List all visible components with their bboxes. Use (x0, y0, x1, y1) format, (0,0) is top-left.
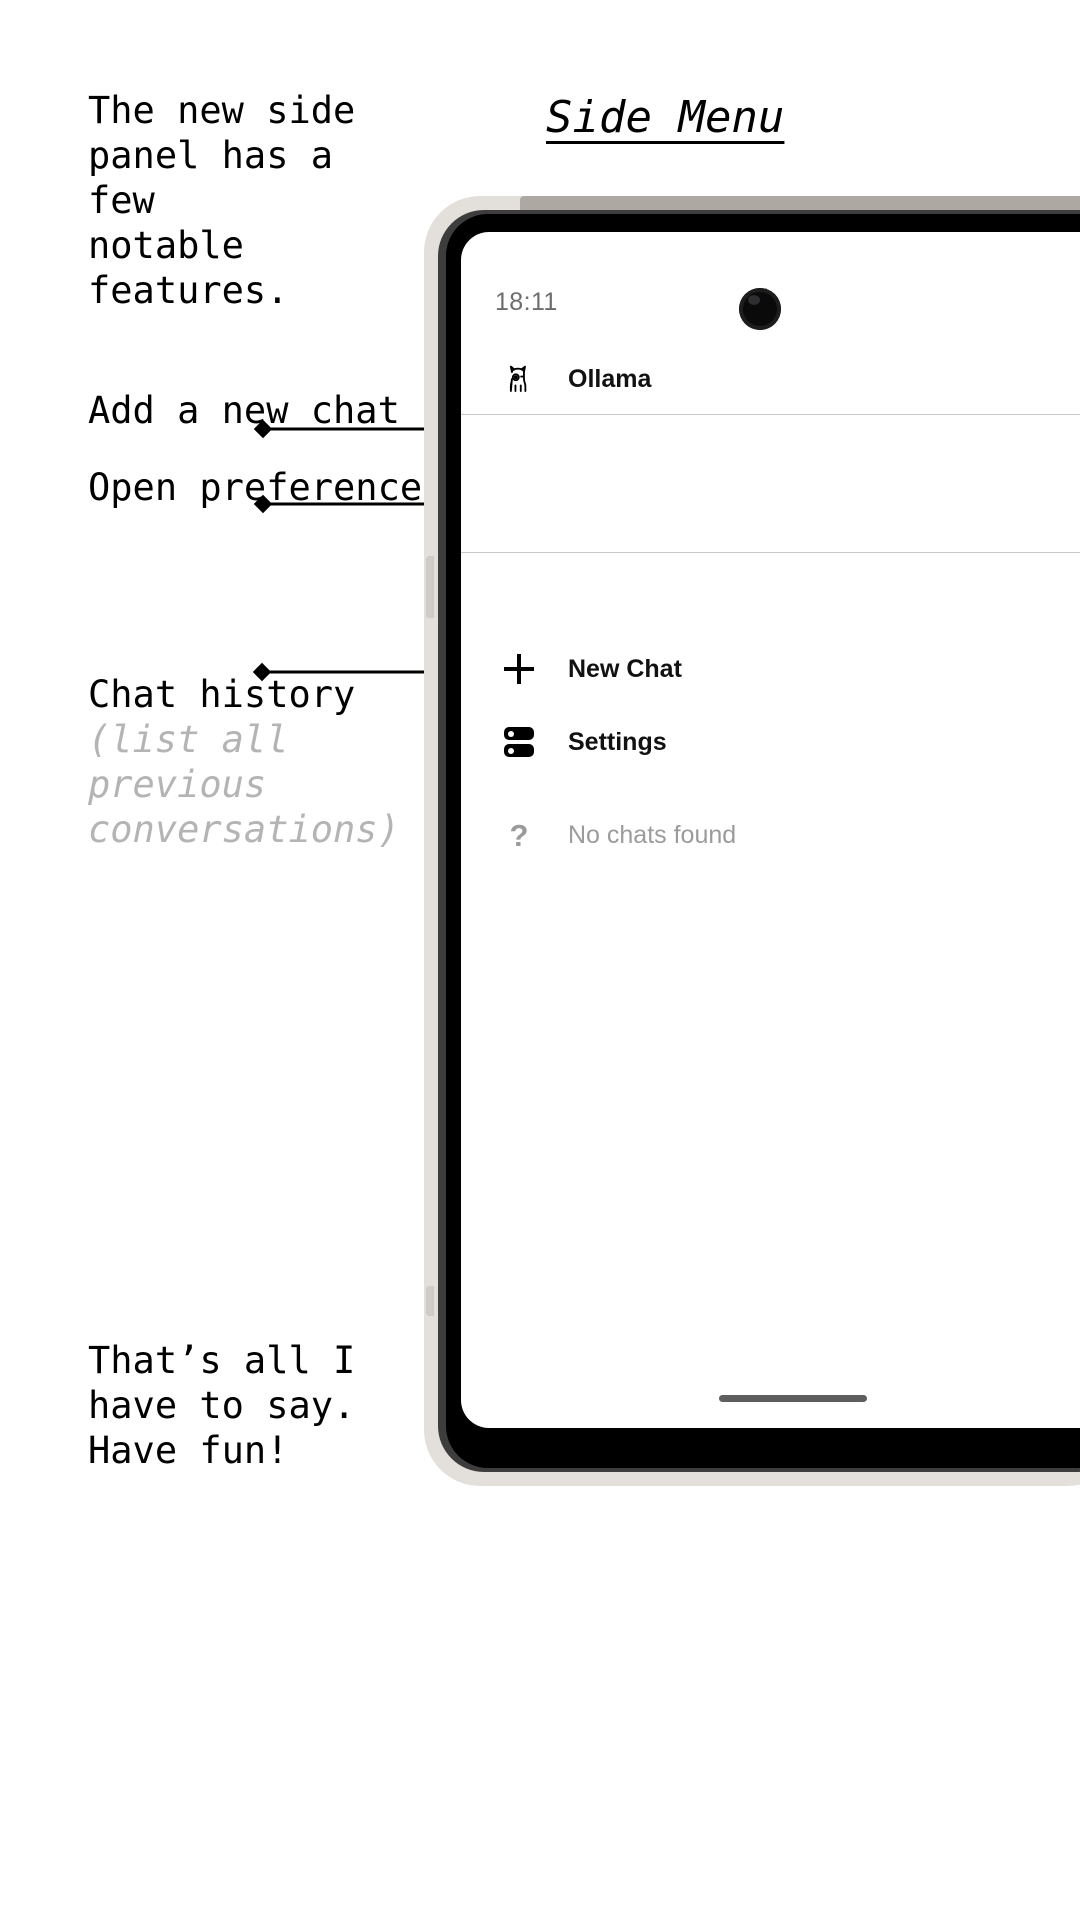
phone-power-button[interactable] (426, 1286, 434, 1316)
menu-item-settings[interactable]: Settings (461, 705, 1080, 779)
status-bar-clock: 18:11 (495, 287, 558, 316)
phone-volume-button[interactable] (426, 556, 434, 618)
menu-item-settings-label: Settings (568, 727, 667, 756)
chat-list-empty-label: No chats found (568, 820, 737, 849)
llama-icon (496, 362, 542, 396)
app-brand-label: Ollama (568, 364, 652, 393)
camera-glint (748, 295, 760, 305)
annotation-chat-history-note: (list all previous conversations) (88, 718, 400, 851)
plus-icon (496, 654, 542, 684)
divider-top (461, 414, 1080, 415)
annotation-outro: That’s all I have to say. Have fun! (88, 1339, 356, 1472)
question-mark-icon: ? (509, 817, 529, 853)
chat-list-empty-state: ? No chats found (461, 798, 1080, 872)
divider-bottom (461, 552, 1080, 553)
annotation-intro: The new side panel has a few notable fea… (88, 89, 356, 312)
app-brand-row: Ollama (461, 342, 1080, 416)
phone-mockup: 18:11 Ollama New C (424, 196, 1080, 1486)
menu-item-new-chat-label: New Chat (568, 654, 682, 683)
menu-item-new-chat[interactable]: New Chat (461, 632, 1080, 706)
front-camera-icon (739, 288, 781, 330)
annotation-chat-history: Chat history (88, 673, 356, 716)
home-gesture-bar[interactable] (718, 1395, 867, 1402)
settings-icon (496, 727, 542, 757)
annotation-new-chat: Add a new chat (88, 389, 400, 432)
annotation-preferences: Open preferences (88, 466, 445, 509)
phone-screen: 18:11 Ollama New C (461, 232, 1080, 1428)
status-bar: 18:11 (461, 278, 1080, 326)
page-title: Side Menu (546, 92, 785, 143)
